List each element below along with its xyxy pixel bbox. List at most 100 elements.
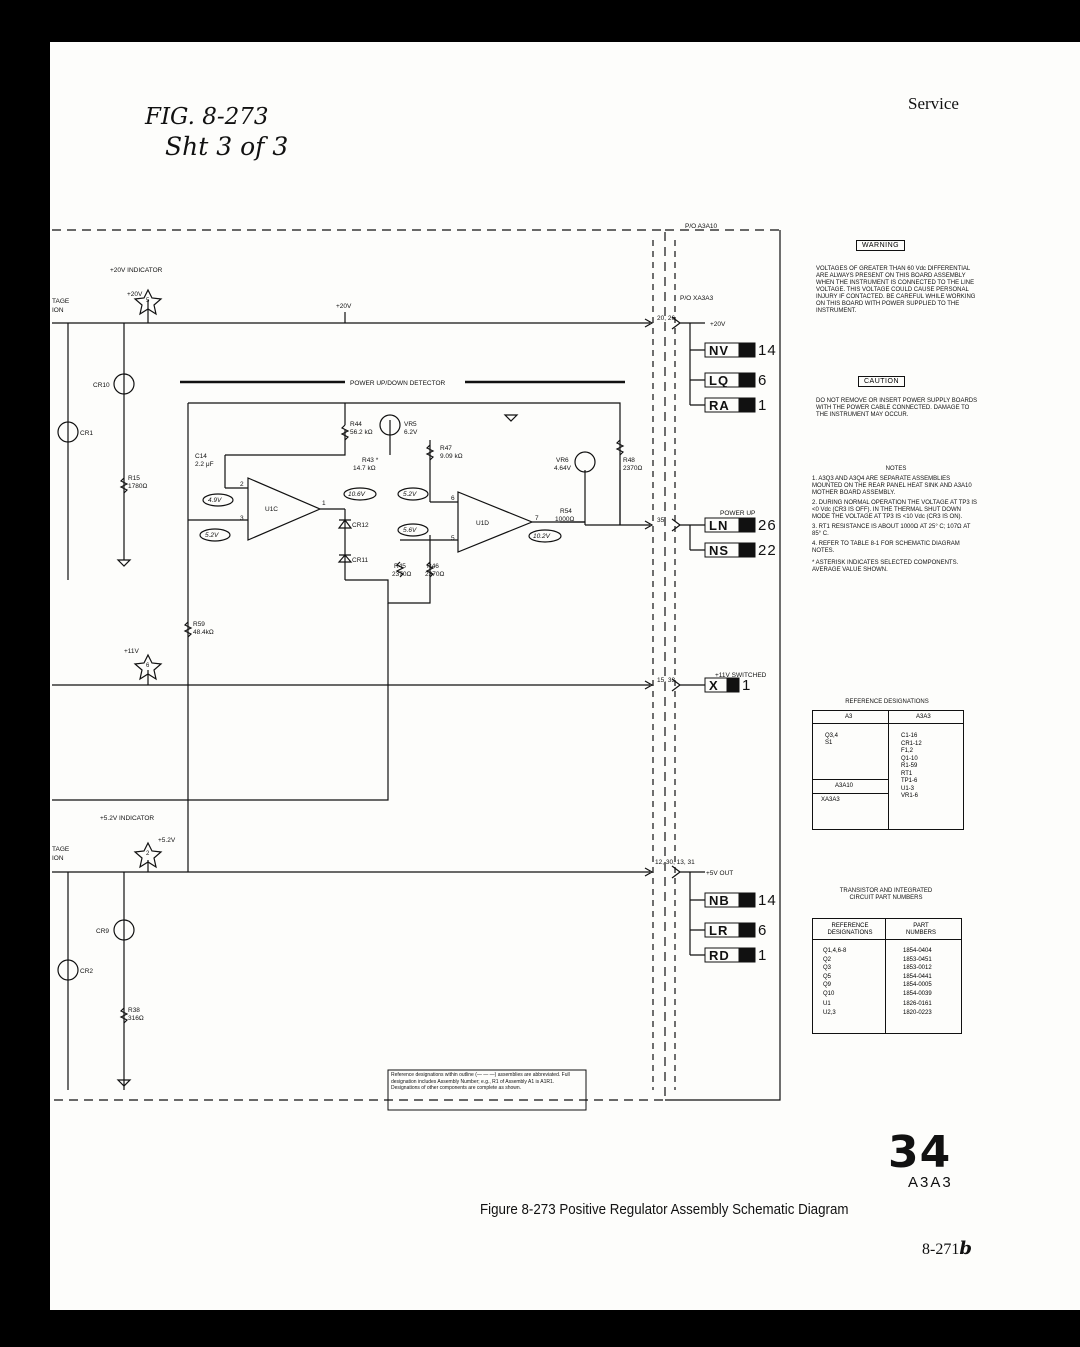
- c14-label: C14: [195, 453, 207, 460]
- tp5-label: 5: [146, 298, 150, 304]
- note-item: 4. REFER TO TABLE 8-1 FOR SCHEMATIC DIAG…: [812, 541, 960, 554]
- u1d-label: U1D: [476, 520, 489, 527]
- ion-label-2: ION: [52, 855, 64, 862]
- u1c-label: U1C: [265, 506, 278, 513]
- page-number: 8-271b: [922, 1238, 972, 1259]
- tage-label-2: TAGE: [52, 846, 70, 853]
- r44-label: R44: [350, 421, 362, 428]
- c14-value: 2.2 μF: [195, 461, 214, 468]
- pin-5: 5: [451, 535, 455, 542]
- page-number-text: 8-271: [922, 1241, 960, 1258]
- part-header-num: PART NUMBERS: [905, 923, 936, 936]
- ref-designations-table: A3 A3A3 Q3,4 S1 A3A10 XA3A3 C1-16 CR1-12…: [812, 710, 964, 830]
- cable-code-1: NV: [709, 343, 729, 358]
- r45-value: 2370Ω: [392, 571, 411, 578]
- vr5-label: VR5: [404, 421, 417, 428]
- cable-code-3: RA: [709, 398, 730, 413]
- schematic-diagram: NV 14 LQ 6 RA 1 LN 26 NS 22 X 1 NB 14 LR…: [52, 223, 781, 1111]
- note-item: * ASTERISK INDICATES SELECTED COMPONENTS…: [812, 560, 959, 573]
- plus11-label: +11V: [124, 648, 140, 655]
- pin-20-26: 20, 26: [657, 315, 675, 322]
- handwritten-title: FIG. 8-273 Sht 3 of 3: [145, 104, 288, 161]
- ref-right-cell: Q1-10: [901, 755, 918, 762]
- voltage-4-9: 4.9V: [208, 497, 222, 504]
- cable-code-9: RD: [709, 948, 730, 963]
- voltage-5-2b: 5.2V: [403, 491, 417, 498]
- plus20-indicator-label: +20V INDICATOR: [110, 267, 163, 274]
- cr12-label: CR12: [352, 522, 369, 529]
- plus20-rail-label: +20V: [336, 303, 352, 310]
- schematic-page: FIG. 8-273 Sht 3 of 3 Service: [50, 42, 1080, 1310]
- vr6-value: 4.64V: [554, 465, 572, 472]
- cr1-label: CR1: [80, 430, 93, 437]
- pin-2: 2: [240, 481, 244, 488]
- plus20-out-label: +20V: [710, 321, 726, 328]
- vr6-label: VR6: [556, 457, 569, 464]
- warning-text: VOLTAGES OF GREATER THAN 60 Vdc DIFFEREN…: [816, 266, 976, 314]
- figure-caption: Figure 8-273 Positive Regulator Assembly…: [480, 1202, 849, 1218]
- ref-right-list: C1-16 CR1-12 F1,2 Q1-10 R1-59 RT1 TP1-6 …: [901, 733, 922, 801]
- plus52-indicator-label: +5.2V INDICATOR: [100, 815, 154, 822]
- r15-value: 1780Ω: [128, 483, 147, 490]
- note-item: 2. DURING NORMAL OPERATION THE VOLTAGE A…: [812, 500, 978, 520]
- pin-6: 6: [451, 495, 455, 502]
- vr5-value: 6.2V: [404, 429, 418, 436]
- voltage-10-2: 10.2V: [533, 533, 551, 540]
- ref-designations-title: REFERENCE DESIGNATIONS: [845, 699, 929, 705]
- caution-label: CAUTION: [858, 376, 905, 387]
- ref-left-cell: A3A10: [835, 783, 854, 789]
- cr2-label: CR2: [80, 968, 93, 975]
- cable-code-8: LR: [709, 923, 728, 938]
- cable-num-9: 1: [758, 947, 767, 964]
- cable-code-2: LQ: [709, 373, 729, 388]
- ref-left-cell: Q3,4: [825, 733, 839, 739]
- part-header-ref: REFERENCE DESIGNATIONS: [827, 923, 873, 936]
- ref-right-cell: F1,2: [901, 748, 914, 754]
- section-label: Service: [908, 94, 959, 113]
- cable-num-1: 14: [758, 342, 777, 359]
- pin-35: 35: [657, 517, 665, 524]
- note-item: 3. RT1 RESISTANCE IS ABOUT 1000Ω AT 25° …: [812, 524, 971, 537]
- r54-value: 1000Ω: [555, 516, 574, 523]
- cable-num-5: 22: [758, 542, 777, 559]
- part-numbers-title: TRANSISTOR AND INTEGRATED CIRCUIT PART N…: [839, 888, 933, 901]
- cable-code-6: X: [709, 678, 719, 693]
- r59-label: R59: [193, 621, 205, 628]
- r46-value: 2370Ω: [425, 571, 444, 578]
- plus52-label: +5.2V: [158, 837, 176, 844]
- pin-7: 7: [535, 515, 539, 522]
- cr9-label: CR9: [96, 928, 109, 935]
- warning-label: WARNING: [856, 240, 906, 251]
- r43-value: 14.7 kΩ: [353, 465, 376, 472]
- r15-label: R15: [128, 475, 140, 482]
- connector-label: P/O XA3A3: [680, 295, 714, 302]
- board-label: P/O A3A10: [685, 223, 718, 230]
- plus20-label: +20V: [127, 291, 143, 298]
- ref-right-cell: TP1-6: [901, 778, 918, 784]
- cr11-label: CR11: [352, 557, 369, 564]
- cable-code-4: LN: [709, 518, 728, 533]
- ref-left-cell: XA3A3: [821, 797, 840, 803]
- pin-15-33: 15, 33: [657, 677, 675, 684]
- r44-value: 56.2 kΩ: [350, 429, 373, 436]
- assembly-code: A3A3: [908, 1174, 953, 1191]
- cr10-label: CR10: [93, 382, 110, 389]
- voltage-5-2a: 5.2V: [205, 532, 219, 539]
- tage-label-1: TAGE: [52, 298, 70, 305]
- r59-value: 48.4kΩ: [193, 629, 214, 636]
- page-number-hand: b: [959, 1238, 972, 1259]
- cable-num-8: 6: [758, 922, 767, 939]
- r46-label: R46: [427, 563, 439, 570]
- voltage-10-6: 10.6V: [348, 491, 366, 498]
- pin-3: 3: [240, 515, 244, 522]
- cable-code-7: NB: [709, 893, 730, 908]
- cable-num-7: 14: [758, 892, 777, 909]
- r48-value: 2370Ω: [623, 465, 642, 472]
